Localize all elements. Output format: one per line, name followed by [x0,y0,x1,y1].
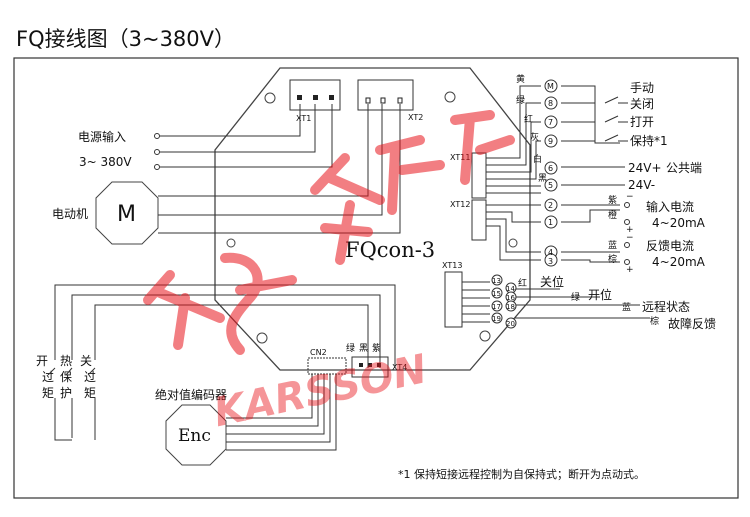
pin-7: 7 [548,118,553,127]
connector-cn2-label: CN2 [310,348,327,357]
xt4-wire-black: 黑 [359,343,368,354]
switch-open-torque-label: 开过矩 [36,354,54,400]
input-minus: − [626,192,634,202]
terminal-xt12-label: XT12 [450,200,470,209]
encoder-icon [165,404,227,466]
pin-9: 9 [548,137,553,146]
wire-color-yellow: 黄 [516,73,525,85]
terminal-xt13: XT13 [442,261,463,328]
xt4-wire-purple: 紫 [372,343,381,354]
label-fault-feedback: 故障反馈 [668,316,716,331]
status-color-blue: 蓝 [622,301,631,313]
terminal-xt11-label: XT11 [450,153,470,162]
label-closed-position: 关位 [540,274,564,289]
control-pins [544,79,558,192]
feedback-plus: + [626,265,634,275]
feedback-minus: − [626,233,634,243]
label-common: 公共端 [666,161,702,175]
label-open: 打开 [630,115,654,129]
encoder-wires [226,374,337,451]
wire-color-black: 黑 [538,173,547,184]
status-pin-16: 16 [506,294,515,302]
xt4-wire-green: 绿 [346,342,355,354]
wire-color-purple: 紫 [608,195,617,206]
pin-m: M [547,82,554,91]
pin-2: 2 [548,201,553,210]
analog-pins [544,198,630,267]
status-pin-20: 20 [506,320,515,328]
input-plus: + [626,225,634,235]
power-voltage-label: 3~ 380V [79,155,132,169]
connector-cn2: CN2 [307,348,347,375]
board-outline [214,67,531,371]
wire-color-gray: 灰 [530,131,539,143]
diagram-title: FQ接线图（3~380V） [16,27,235,51]
motor-icon [95,181,159,245]
status-color-green: 绿 [571,291,580,303]
switch-thermal-label: 热保护 [60,354,72,400]
pin-1: 1 [548,218,553,227]
wire-color-blue: 蓝 [608,239,617,251]
label-open-position: 开位 [588,287,612,302]
power-input-label: 电源输入 [78,129,126,144]
status-pin-14: 14 [506,285,515,293]
label-remote-status: 远程状态 [642,299,690,314]
wire-color-brown: 棕 [608,253,617,265]
status-pin-17: 17 [492,303,501,311]
status-pin-19: 19 [492,315,501,323]
switch-close-torque-label: 关过矩 [80,354,96,400]
terminal-xt12: XT12 [450,199,487,241]
board-label: FQcon-3 [345,238,435,262]
status-color-brown: 棕 [650,315,659,327]
motor-label: 电动机 [52,207,88,221]
diagram-frame [13,57,739,499]
pin-6: 6 [548,164,553,173]
encoder-symbol: Enc [178,426,211,446]
status-pin-15: 15 [492,290,501,298]
label-24v-plus: 24V+ [628,161,662,175]
terminal-xt4-label: XT4 [392,363,407,372]
label-manual: 手动 [630,81,654,95]
label-feedback-current: 反馈电流 [646,239,694,253]
pin-3: 3 [548,257,553,266]
terminal-xt1-label: XT1 [296,114,311,123]
pin-4: 4 [548,248,553,257]
analog-wires [486,204,620,263]
footnote: *1 保持短接远程控制为自保持式；断开为点动式。 [398,467,645,481]
pin-5: 5 [548,181,553,190]
mounting-holes [226,91,518,344]
wire-color-white: 白 [533,153,542,165]
wire-color-orange: 橙 [608,209,617,221]
control-wires [486,85,628,194]
terminal-xt2: XT2 [357,79,423,122]
label-hold: 保持*1 [630,133,668,148]
pin-8: 8 [548,99,553,108]
status-color-red: 红 [518,277,527,289]
label-input-current: 输入电流 [646,199,694,214]
status-pin-13: 13 [492,277,501,285]
status-wires [462,281,650,323]
status-pin-18: 18 [506,303,515,311]
label-input-range: 4~20mA [652,216,706,230]
terminal-xt13-label: XT13 [442,261,462,270]
label-close: 关闭 [630,97,654,111]
label-feedback-range: 4~20mA [652,255,706,269]
status-pins [491,274,517,329]
switch-wires [47,284,396,441]
label-24v-minus: 24V- [628,178,655,192]
motor-symbol: M [117,202,136,227]
wire-color-red: 红 [524,113,533,125]
encoder-label: 绝对值编码器 [155,387,227,402]
terminal-xt4: XT4 [351,356,407,378]
terminal-xt2-label: XT2 [408,113,423,122]
wire-color-green: 绿 [516,94,525,106]
